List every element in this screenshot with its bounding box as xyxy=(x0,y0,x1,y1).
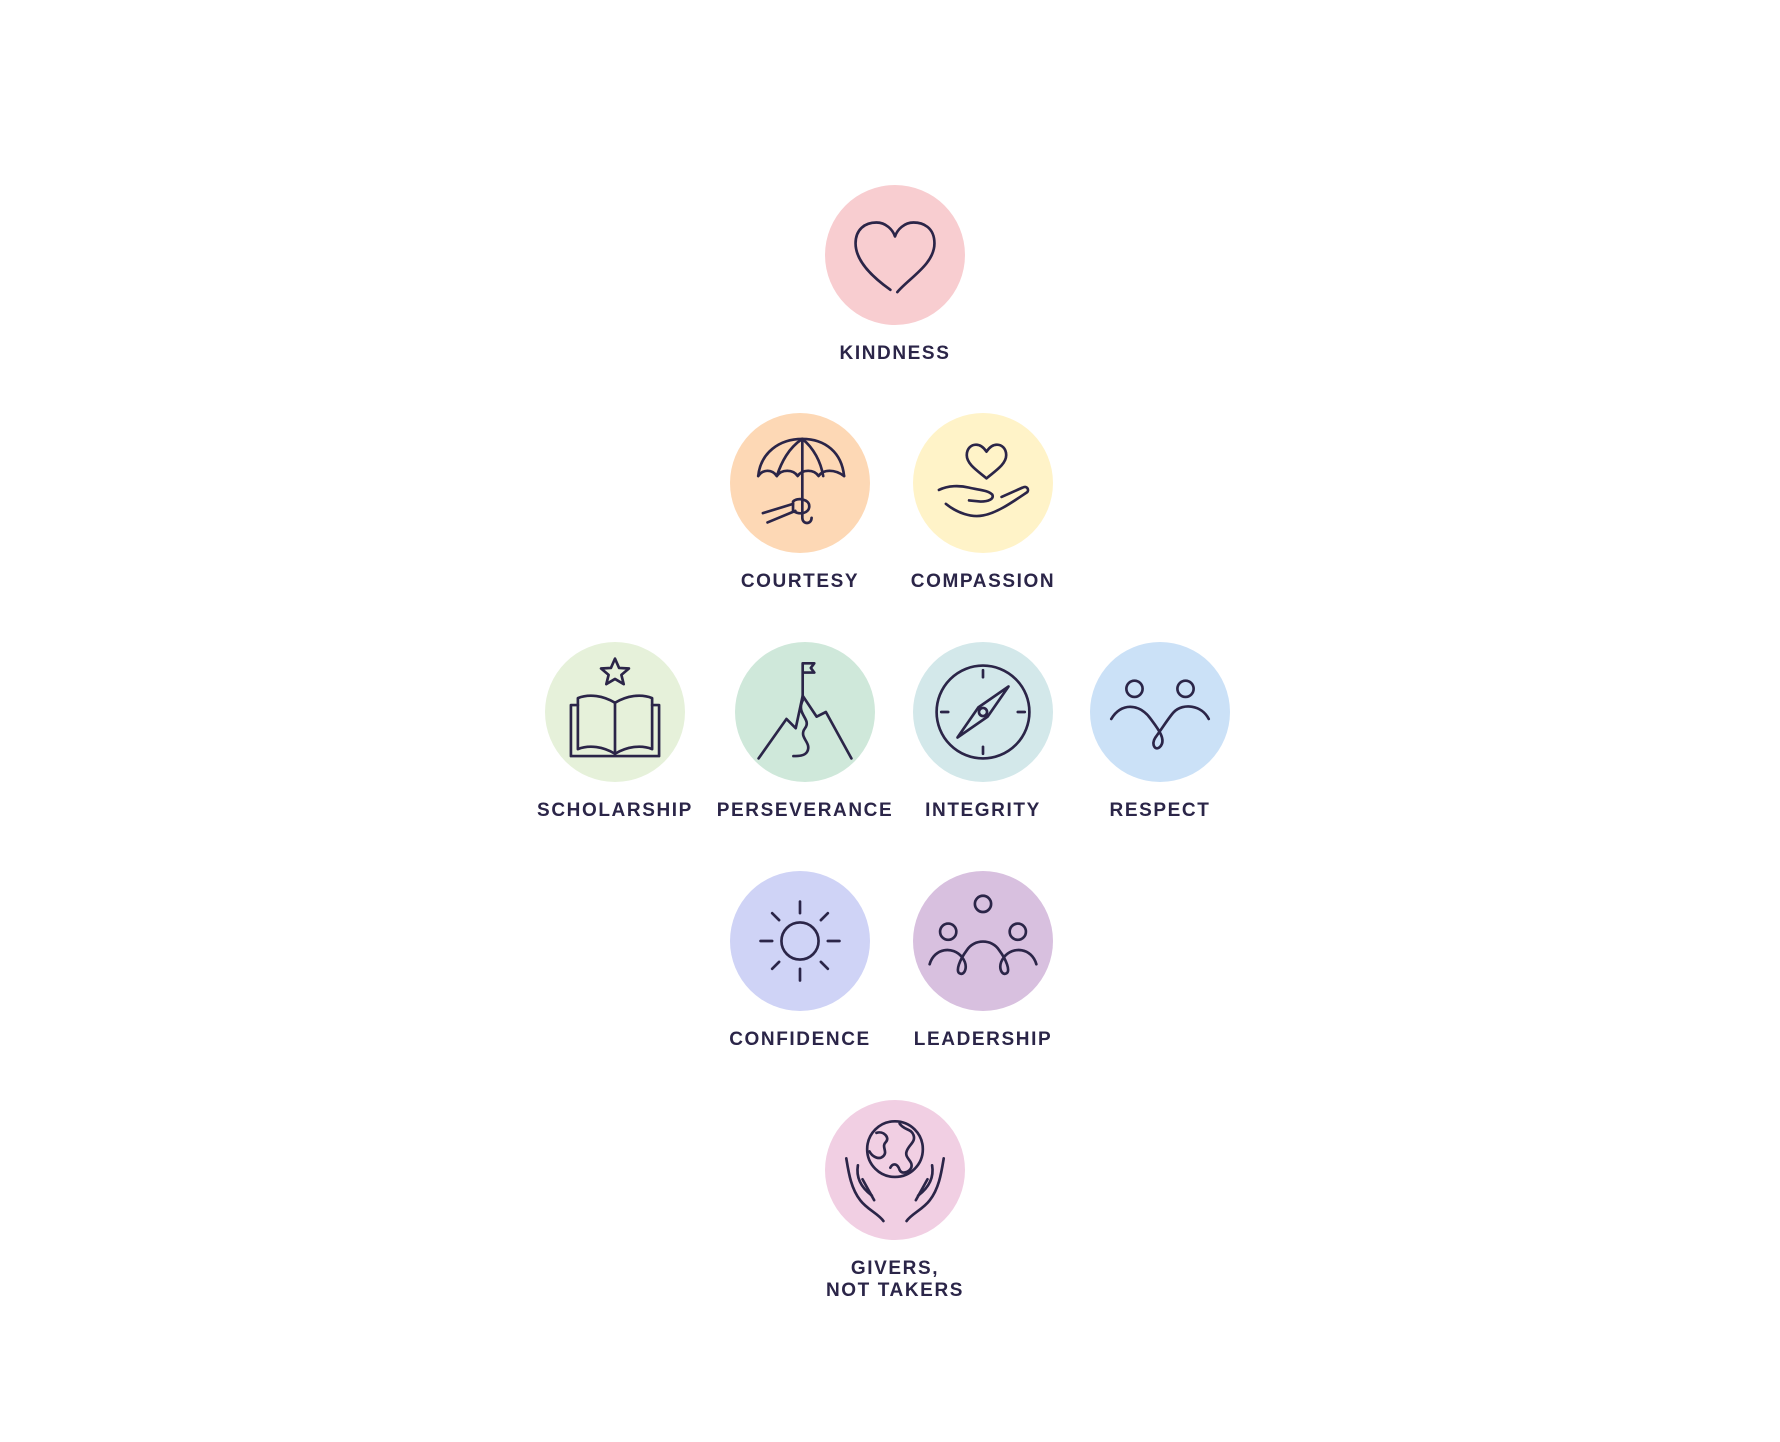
compass-icon xyxy=(935,664,1031,760)
two-people-icon xyxy=(1109,679,1211,750)
value-integrity: INTEGRITY xyxy=(863,642,1103,822)
mountain-flag-icon xyxy=(757,661,853,760)
givers-label-line1: GIVERS, xyxy=(850,1258,940,1279)
kindness-circle xyxy=(825,185,965,325)
givers-circle xyxy=(825,1100,965,1240)
integrity-label: INTEGRITY xyxy=(925,800,1041,821)
value-perseverance: PERSEVERANCE xyxy=(685,642,925,822)
value-kindness: KINDNESS xyxy=(775,185,1015,365)
heart-icon xyxy=(854,221,936,294)
group-icon xyxy=(928,894,1038,976)
scholarship-circle xyxy=(545,642,685,782)
value-givers-not-takers: GIVERS, NOT TAKERS xyxy=(775,1100,1015,1302)
respect-label: RESPECT xyxy=(1109,800,1211,821)
givers-label-line2: NOT TAKERS xyxy=(825,1280,965,1301)
compassion-label: COMPASSION xyxy=(910,571,1056,592)
kindness-label: KINDNESS xyxy=(839,343,951,364)
courtesy-label: COURTESY xyxy=(740,571,860,592)
hands-globe-icon xyxy=(844,1119,946,1223)
givers-label: GIVERS, NOT TAKERS xyxy=(775,1258,1015,1302)
perseverance-label: PERSEVERANCE xyxy=(716,800,894,821)
value-leadership: LEADERSHIP xyxy=(863,871,1103,1051)
respect-circle xyxy=(1090,642,1230,782)
scholarship-label: SCHOLARSHIP xyxy=(537,800,693,821)
perseverance-circle xyxy=(735,642,875,782)
compassion-circle xyxy=(913,413,1053,553)
hand-heart-icon xyxy=(937,443,1030,518)
integrity-circle xyxy=(913,642,1053,782)
value-compassion: COMPASSION xyxy=(863,413,1103,593)
leadership-label: LEADERSHIP xyxy=(913,1029,1053,1050)
umbrella-icon xyxy=(756,437,846,525)
confidence-label: CONFIDENCE xyxy=(729,1029,871,1050)
confidence-circle xyxy=(730,871,870,1011)
value-confidence: CONFIDENCE xyxy=(680,871,920,1051)
value-scholarship: SCHOLARSHIP xyxy=(495,642,735,822)
leadership-circle xyxy=(913,871,1053,1011)
courtesy-circle xyxy=(730,413,870,553)
book-star-icon xyxy=(569,657,661,758)
sun-icon xyxy=(759,900,841,982)
value-courtesy: COURTESY xyxy=(680,413,920,593)
value-respect: RESPECT xyxy=(1040,642,1280,822)
